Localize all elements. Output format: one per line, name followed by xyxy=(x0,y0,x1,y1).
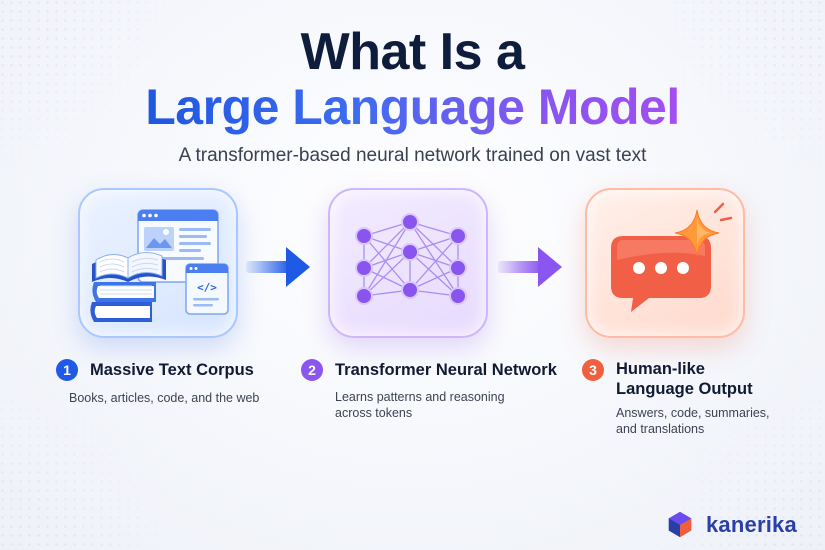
title-line-1: What Is a xyxy=(300,23,525,81)
chat-bubble-sparkle-icon xyxy=(611,202,733,312)
step-1-badge: 1 xyxy=(56,359,78,381)
dot-pattern-top-right xyxy=(635,0,825,190)
step-3-badge: 3 xyxy=(582,359,604,381)
code-glyph: </> xyxy=(197,281,217,294)
step-2-badge: 2 xyxy=(301,359,323,381)
card-neural-network xyxy=(328,188,488,338)
dot-pattern-top-left xyxy=(0,0,190,190)
card-language-output xyxy=(585,188,745,338)
books-and-documents-icon: </> xyxy=(90,209,229,322)
step-3-title-line-1: Human-like xyxy=(616,360,705,378)
brand-name: kanerika xyxy=(706,512,797,537)
title-line-2-text: Large Language Model xyxy=(145,79,680,135)
neural-network-icon xyxy=(355,213,467,305)
title-line-2: Large Language Model xyxy=(0,78,825,136)
dot-pattern-bottom-right xyxy=(635,360,825,550)
kanerika-logo-icon xyxy=(668,511,692,538)
arrow-right-icon-1 xyxy=(246,247,310,287)
step-3-title-line-2: Language Output xyxy=(616,380,753,398)
step-1-title: Massive Text Corpus xyxy=(90,361,254,379)
subtitle: A transformer-based neural network train… xyxy=(178,145,647,166)
step-1-description: Books, articles, code, and the web xyxy=(69,391,260,405)
step-2-title: Transformer Neural Network xyxy=(335,361,557,379)
step-2-description-line-2: across tokens xyxy=(335,406,413,420)
step-2-description-line-1: Learns patterns and reasoning xyxy=(335,390,505,404)
dot-pattern-bottom-left xyxy=(0,360,190,550)
step-3-description-line-2: and translations xyxy=(616,422,705,436)
step-3-description-line-1: Answers, code, summaries, xyxy=(616,406,770,420)
card-text-corpus: </> xyxy=(78,188,238,338)
arrow-right-icon-2 xyxy=(498,247,562,287)
